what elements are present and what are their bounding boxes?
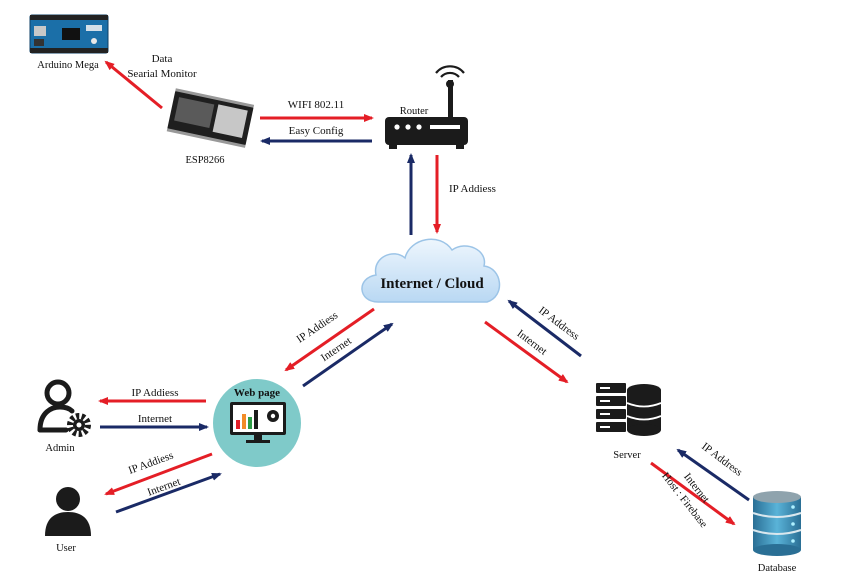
label-admin-web-internet: Internet [138,413,172,425]
arrows [98,60,750,526]
label-wifi: WIFI 802.11 [288,99,344,111]
user-icon [45,487,91,536]
admin-user-gear-icon [37,379,91,437]
arrow-server-to-cloud [507,299,582,358]
cloud-label: Internet / Cloud [380,276,484,292]
label-router-cloud-ip: IP Addiess [449,183,496,195]
cloud-icon [361,238,501,303]
node-webpage: Web page [213,379,301,467]
server-icon [596,383,662,436]
node-admin: Admin [37,379,91,454]
node-esp8266: ESP8266 [166,88,255,166]
label-web-user-ip: IP Addiess [127,450,175,477]
node-arduino: Arduino Mega [29,14,109,71]
arrow-server-to-database [650,461,736,526]
user-label: User [56,543,76,554]
arrow-cloud-to-webpage [284,307,375,372]
arrow-webpage-to-cloud [302,322,394,388]
router-icon [385,65,468,149]
arrow-user-to-webpage [115,472,222,514]
label-web-admin-ip: IP Addiess [132,387,179,399]
router-label: Router [400,106,429,117]
webpage-label: Web page [234,387,280,399]
label-server-cloud-ip: IP Address [536,304,581,342]
label-db-server-ip: IP Address [699,440,744,478]
label-serial-monitor: Searial Monitor [127,68,197,80]
esp8266-module-icon [166,88,255,148]
arrow-database-to-server [676,448,750,502]
arrow-cloud-to-server [484,320,569,384]
node-cloud: Internet / Cloud [361,238,501,303]
arrow-webpage-to-user [104,452,213,496]
label-cloud-web-ip: IP Addiess [294,309,340,345]
esp8266-label: ESP8266 [185,155,224,166]
monitor-dashboard-icon [230,402,286,443]
database-label: Database [758,563,797,574]
arduino-board-icon [29,14,109,54]
database-icon [752,491,802,556]
label-cloud-server-internet: Internet [515,328,550,358]
node-database: Database [752,491,802,574]
label-easy-config: Easy Config [289,125,344,137]
arduino-label: Arduino Mega [37,60,99,71]
label-web-cloud-internet: Internet [319,335,354,364]
label-data: Data [152,53,173,65]
node-user: User [45,487,91,554]
server-label: Server [613,450,641,461]
arrow-esp-to-arduino [104,60,163,110]
admin-label: Admin [45,443,75,454]
node-server: Server [596,383,662,461]
node-router: Router [385,65,468,149]
